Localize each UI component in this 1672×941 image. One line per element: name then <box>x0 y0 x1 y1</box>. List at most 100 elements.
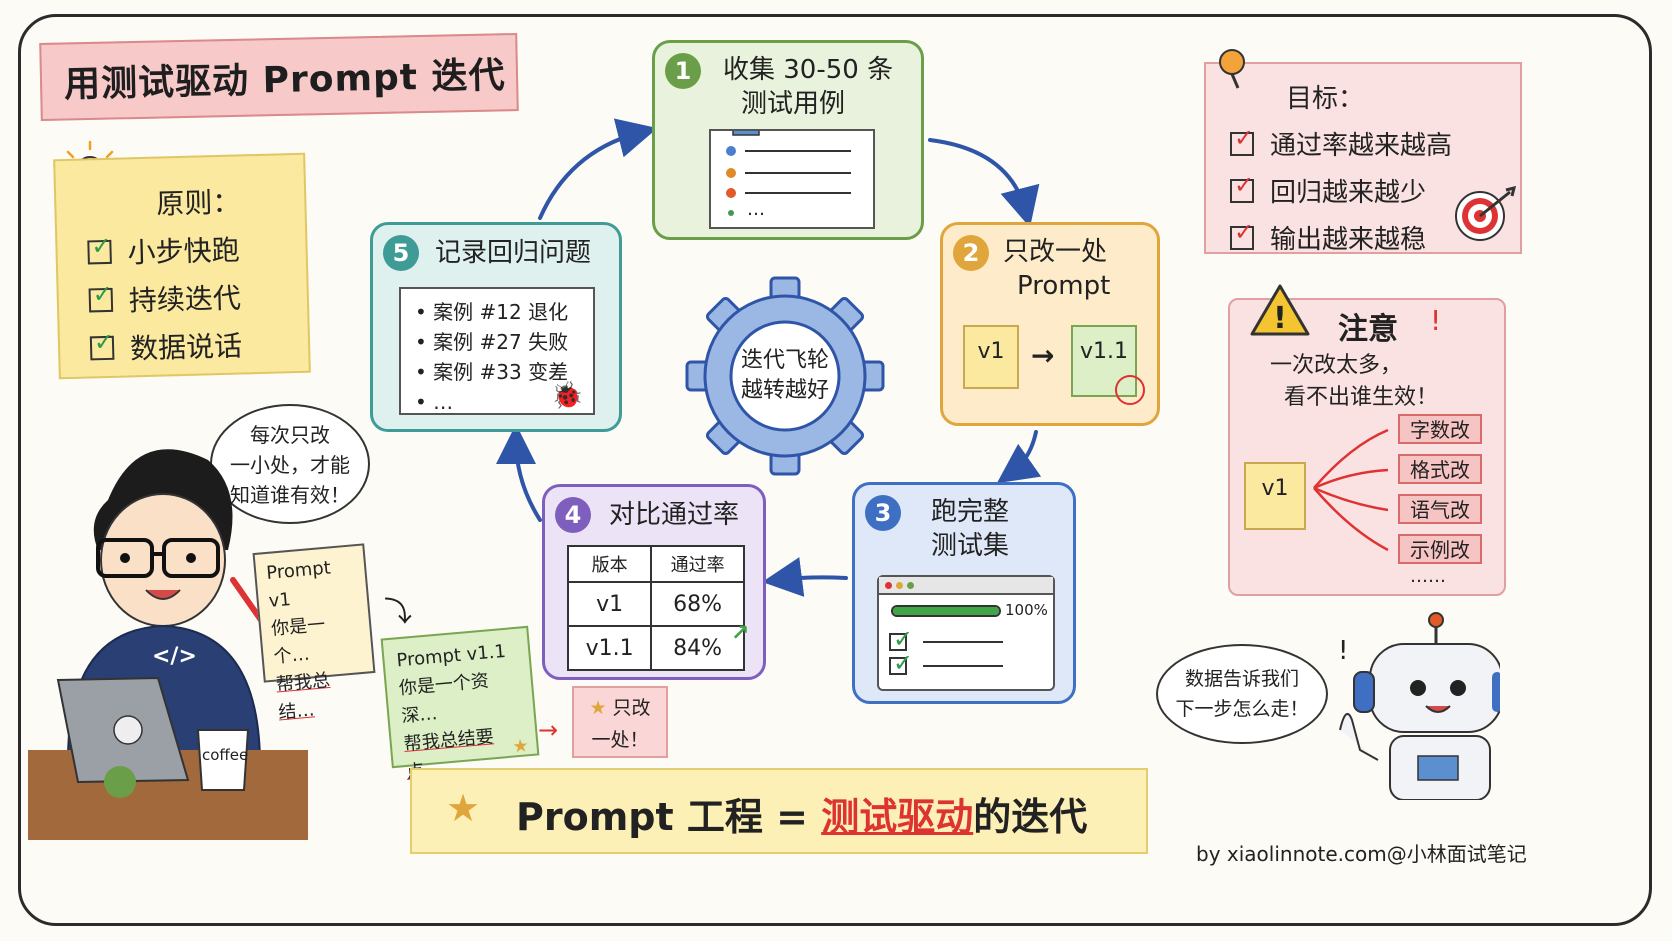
pass-rate-table: 版本 通过率 v1 68% v1.1 84% <box>566 545 745 671</box>
table-cell: v1.1 <box>566 625 653 671</box>
summary-text: Prompt 工程 = 测试驱动的迭代 <box>516 795 1088 839</box>
step-5-number: 5 <box>383 235 419 271</box>
window-dot-icon <box>885 581 892 589</box>
window-dot-icon <box>896 581 903 589</box>
warning-exclaim: ! <box>1430 304 1442 337</box>
table-cell: 通过率 <box>650 545 745 583</box>
pushpin-icon <box>1208 44 1256 96</box>
checkbox-icon <box>1230 218 1254 250</box>
target-icon <box>1452 185 1517 248</box>
window-dot-icon <box>907 581 914 589</box>
robot-speech-bubble: 数据告诉我们 下一步怎么走！ <box>1156 644 1328 744</box>
list-item: • … <box>415 390 454 414</box>
person-illustration: </> coffee <box>28 430 308 840</box>
summary-banner: ★ Prompt 工程 = 测试驱动的迭代 <box>410 768 1148 854</box>
progress-label: 100% <box>1005 601 1048 619</box>
step-1-card: 1 收集 30-50 条 测试用例 … <box>652 40 924 240</box>
tags-more: …… <box>1410 566 1446 587</box>
change-tag: 示例改 <box>1398 534 1482 564</box>
step-3-card: 3 跑完整 测试集 100% <box>852 482 1076 704</box>
prompt-v11-paper: Prompt v1.1 你是一个资深… 帮我总结要点… ★ <box>380 625 540 783</box>
version-note-v1: v1 <box>1244 462 1306 530</box>
progress-bar <box>891 605 1001 617</box>
glasses-icon <box>96 538 154 578</box>
step-2-number: 2 <box>953 235 989 271</box>
list-item: • 案例 #27 失败 <box>415 330 569 354</box>
result-line <box>923 641 1003 643</box>
step-5-card: 5 记录回归问题 • 案例 #12 退化 • 案例 #27 失败 • 案例 #3… <box>370 222 622 432</box>
change-tag: 语气改 <box>1398 494 1482 524</box>
table-cell: v1 <box>566 581 653 627</box>
code-logo: </> <box>152 644 197 669</box>
step-3-number: 3 <box>865 495 901 531</box>
step-5-title: 记录回归问题 <box>435 238 592 268</box>
arrow-4-to-5 <box>496 424 542 522</box>
star-icon: ★ <box>589 697 607 719</box>
credit-text: by xiaolinnote.com@小林面试笔记 <box>1196 842 1527 866</box>
table-cell: 68% <box>650 581 745 627</box>
prompt-v1-paper: Prompt v1 你是一个… 帮我总结… <box>252 543 376 723</box>
checkbox-icon <box>1230 171 1254 203</box>
goal-item: 通过率越来越高 <box>1230 124 1496 162</box>
table-row: v1 68% <box>566 581 745 627</box>
step-1-title: 收集 30-50 条 测试用例 <box>723 55 894 119</box>
step-1-number: 1 <box>665 53 701 89</box>
arrow-right-icon: → <box>538 716 559 744</box>
trend-up-icon: ↗ <box>731 621 750 646</box>
step-4-title: 对比通过率 <box>609 500 740 530</box>
change-tag: 字数改 <box>1398 414 1482 444</box>
highlight-circle-icon <box>1115 375 1145 405</box>
list-item: • 案例 #33 变差 <box>415 360 569 384</box>
warning-text: 一次改太多， 看不出谁生效！ <box>1270 353 1439 410</box>
fan-out-arrows <box>1313 428 1389 552</box>
table-cell: 84% <box>650 625 745 671</box>
change-tag: 格式改 <box>1398 454 1482 484</box>
robot-illustration <box>1330 610 1503 801</box>
robot-exclaim: ! <box>1338 636 1349 666</box>
regression-list: • 案例 #12 退化 • 案例 #27 失败 • 案例 #33 变差 • … … <box>399 287 595 415</box>
summary-highlight: 测试驱动 <box>821 795 974 839</box>
robot-head-icon <box>1369 643 1503 733</box>
robot-hand-icon <box>1339 712 1379 761</box>
arrow-5-to-1 <box>538 118 658 220</box>
result-line <box>923 665 1003 667</box>
test-run-window: 100% <box>877 575 1055 691</box>
goal-item: 输出越来越稳 <box>1230 218 1496 256</box>
checkbox-icon <box>1230 124 1254 156</box>
mug-label: coffee <box>202 746 249 764</box>
bug-icon: 🐞 <box>551 381 584 411</box>
table-row: v1.1 84% <box>566 625 745 671</box>
result-row <box>889 649 923 679</box>
star-icon: ★ <box>511 735 530 758</box>
arrow-right-icon: → <box>1031 339 1055 372</box>
gear-icon <box>685 276 885 476</box>
window-titlebar <box>879 577 1053 595</box>
plant-icon <box>104 766 136 798</box>
arrow-3-to-4 <box>762 557 848 597</box>
version-note-v1: v1 <box>963 325 1019 389</box>
coffee-mug-icon <box>196 729 250 791</box>
checkbox-icon <box>889 649 913 677</box>
progress-fill <box>893 607 999 615</box>
table-cell: 版本 <box>566 545 653 583</box>
goals-header: 目标： <box>1286 84 1365 114</box>
svg-text:!: ! <box>1273 301 1287 336</box>
step-2-card: 2 只改一处 Prompt v1 → v1.1 <box>940 222 1160 426</box>
dashed-arrow-icon: ⤵ <box>384 595 413 628</box>
page-frame <box>18 14 1652 926</box>
arrow-2-to-3 <box>996 430 1042 484</box>
person-speech-bubble: 每次只改 一小处，才能 知道谁有效！ <box>210 404 370 524</box>
step-4-card: 4 对比通过率 版本 通过率 v1 68% v1.1 84% ↗ <box>542 484 766 680</box>
flywheel-gear: 迭代飞轮 越转越好 <box>680 276 890 476</box>
arrow-1-to-2 <box>928 138 1040 228</box>
goal-item: 回归越来越少 <box>1230 171 1496 209</box>
warning-triangle-icon: ! <box>1248 282 1312 344</box>
step-2-title: 只改一处 Prompt <box>1003 237 1111 301</box>
small-note: ★ 只改 一处！ <box>572 686 668 758</box>
star-icon: ★ <box>446 786 481 830</box>
step-4-number: 4 <box>555 497 591 533</box>
warning-title: 注意 <box>1338 312 1398 347</box>
step-3-title: 跑完整 测试集 <box>931 497 1010 561</box>
